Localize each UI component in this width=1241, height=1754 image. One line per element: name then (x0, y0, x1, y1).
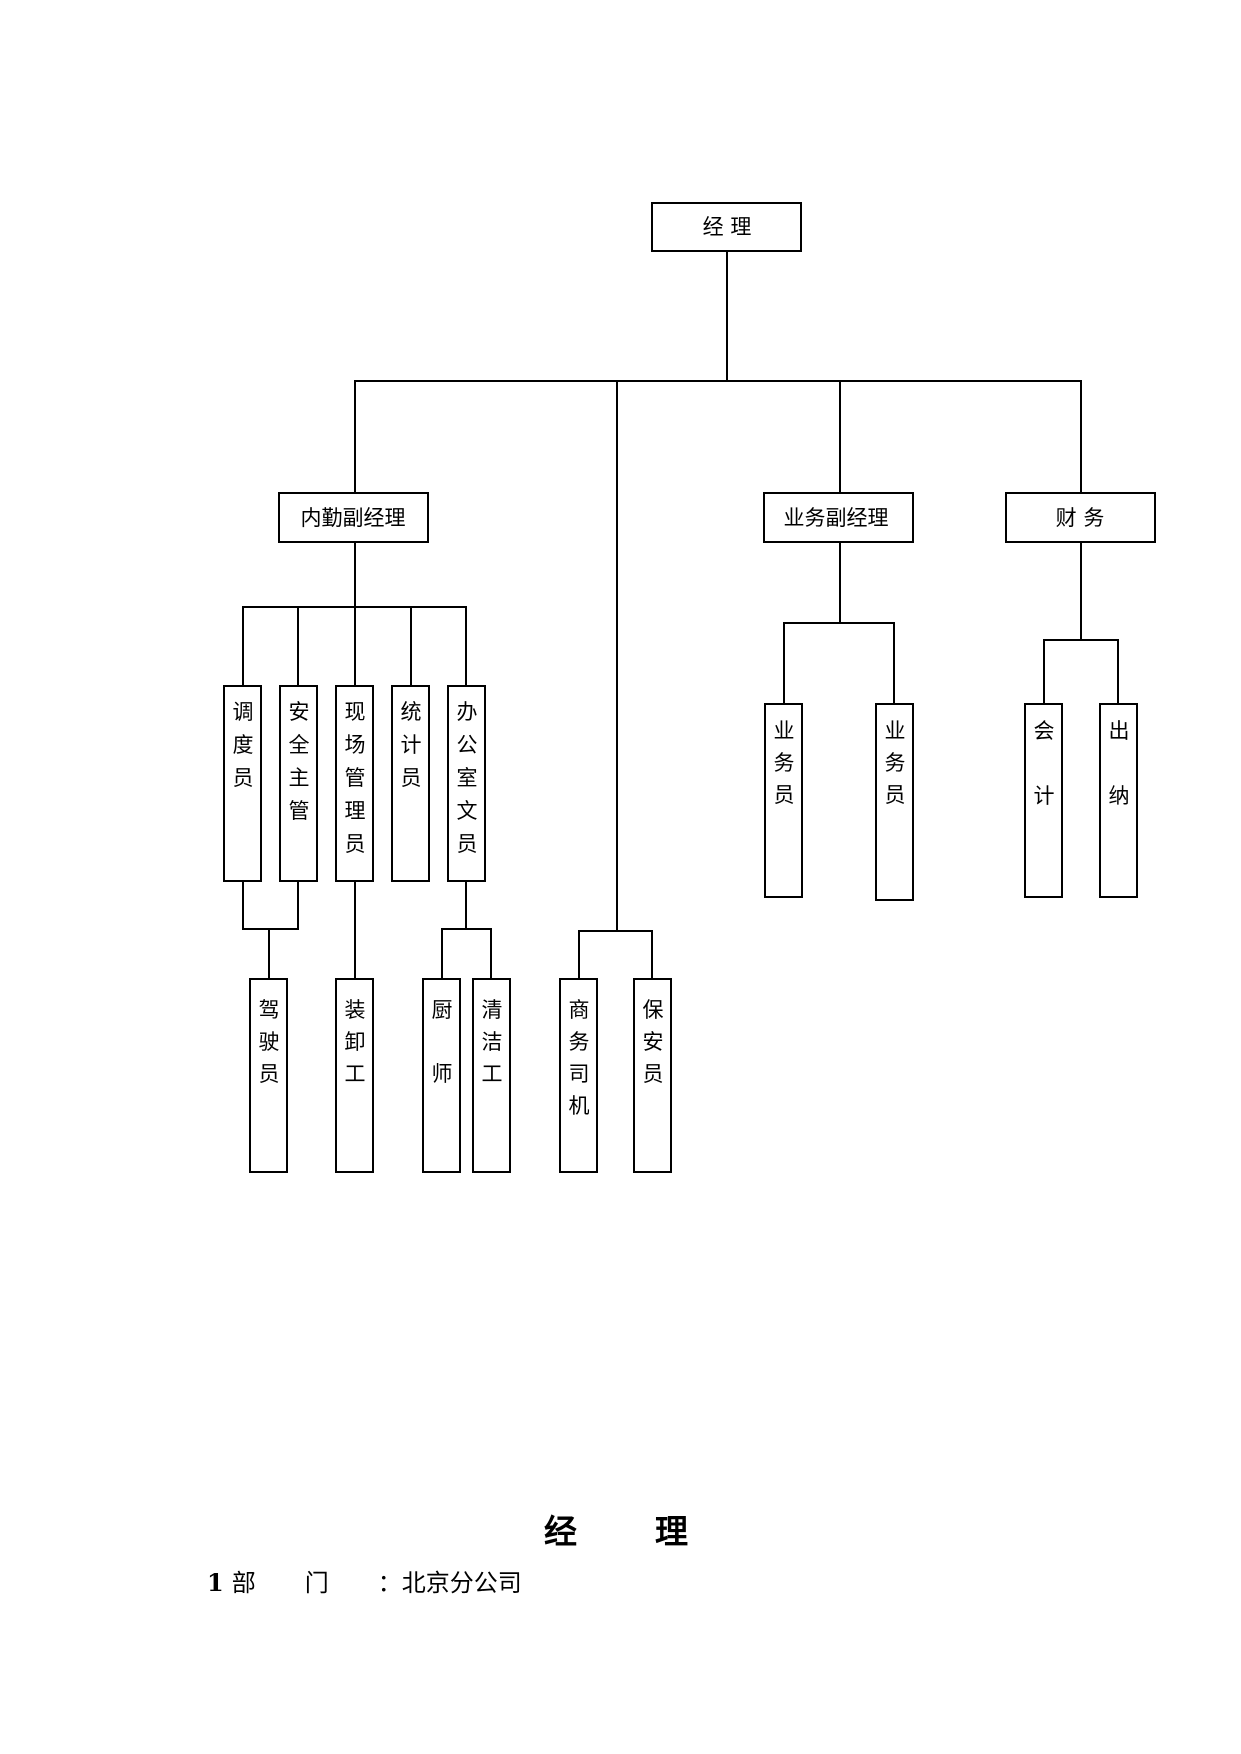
node-driver-label: 驾驶员 (259, 998, 280, 1086)
node-site-manager-label: 现场管理员 (345, 700, 366, 856)
connector-lines (242, 251, 1119, 979)
department-value: ：北京分公司 (377, 1569, 522, 1597)
node-safety-supervisor-label: 安全主管 (289, 700, 310, 823)
node-office-clerk-label: 办公室文员 (457, 700, 478, 856)
node-finance-label: 财 务 (1056, 506, 1105, 530)
node-manager: 经 理 (651, 202, 802, 252)
node-accountant-label: 会计 (1034, 719, 1055, 808)
node-manager-label: 经 理 (703, 215, 752, 239)
node-statistician: 统计员 (391, 685, 430, 882)
node-office-clerk: 办公室文员 (447, 685, 486, 882)
node-site-manager: 现场管理员 (335, 685, 374, 882)
node-business-driver: 商务司机 (559, 978, 598, 1173)
node-chef-label: 厨师 (432, 998, 453, 1086)
node-salesperson-2: 业务员 (875, 703, 914, 901)
node-dispatcher-label: 调度员 (233, 700, 254, 790)
node-deputy-internal-label: 内勤副经理 (301, 506, 406, 530)
node-dispatcher: 调度员 (223, 685, 262, 882)
node-chef: 厨师 (422, 978, 461, 1173)
node-security-guard-label: 保安员 (643, 998, 664, 1086)
section-number: 1 (207, 1568, 224, 1597)
node-business-driver-label: 商务司机 (569, 998, 590, 1118)
section-heading: 经理 (544, 1512, 766, 1551)
department-label: 部门 (231, 1569, 378, 1597)
node-cashier: 出纳 (1099, 703, 1138, 898)
node-deputy-business-label: 业务副经理 (784, 506, 889, 530)
node-cleaner-label: 清洁工 (482, 998, 503, 1086)
node-cleaner: 清洁工 (472, 978, 511, 1173)
node-finance: 财 务 (1005, 492, 1156, 543)
node-salesperson-1-label: 业务员 (774, 719, 795, 807)
node-deputy-business: 业务副经理 (763, 492, 914, 543)
node-security-guard: 保安员 (633, 978, 672, 1173)
node-cashier-label: 出纳 (1109, 719, 1130, 808)
node-statistician-label: 统计员 (401, 700, 422, 790)
node-safety-supervisor: 安全主管 (279, 685, 318, 882)
node-loader-label: 装卸工 (345, 998, 366, 1086)
node-driver: 驾驶员 (249, 978, 288, 1173)
node-salesperson-1: 业务员 (764, 703, 803, 898)
node-accountant: 会计 (1024, 703, 1063, 898)
node-loader: 装卸工 (335, 978, 374, 1173)
node-salesperson-2-label: 业务员 (885, 719, 906, 807)
node-deputy-internal: 内勤副经理 (278, 492, 429, 543)
